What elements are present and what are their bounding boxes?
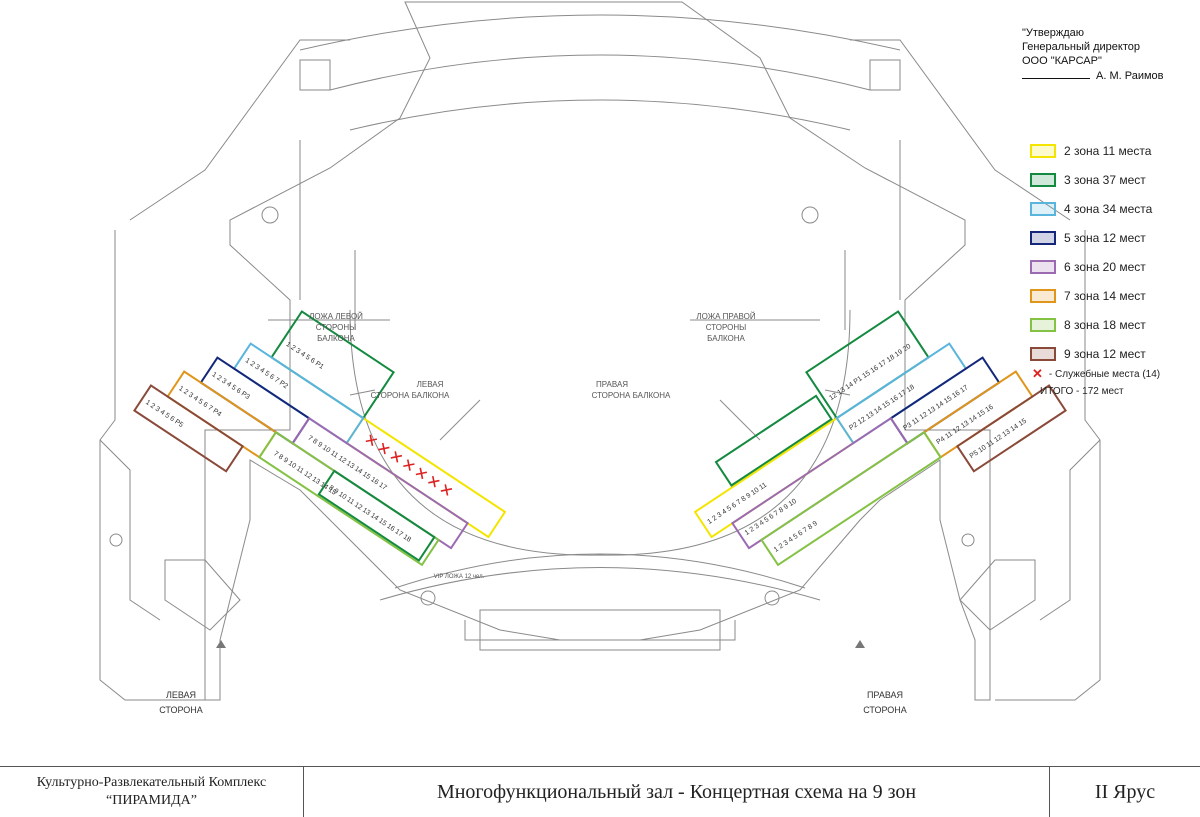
legend-swatch [1030,288,1056,303]
box-left-label: ЛОЖА ЛЕВОЙ СТОРОНЫ БАЛКОНА [296,311,376,344]
svg-text:1 2 3 4 5 6 7 8 9: 1 2 3 4 5 6 7 8 9 [773,520,819,554]
approval-line2: Генеральный директор [1022,41,1140,53]
approval-line1: "Утверждаю [1022,27,1085,39]
side-right-label-line2: СТОРОНА [863,705,907,715]
service-seats-left [365,434,453,496]
footer-org: Культурно-Развлекательный Комплекс “ПИРА… [0,767,304,817]
box-right-label: ЛОЖА ПРАВОЙ СТОРОНЫ БАЛКОНА [686,311,766,344]
legend-swatch [1030,230,1056,245]
legend-item: 7 зона 14 мест [1030,281,1200,310]
approval-signer: А. М. Раимов [1096,70,1164,82]
seat-numbers-right: 12 13 14 Р1 15 16 17 18 19 20 Р2 12 13 1… [706,343,1028,554]
legend-item: 4 зона 34 места [1030,194,1200,223]
side-left-label-line1: ЛЕВАЯ [165,690,197,700]
legend-swatch [1030,201,1056,216]
side-right-label: ПРАВАЯ СТОРОНА [850,688,920,718]
zone-3-left-lower [317,469,436,562]
building-outline [99,1,1101,701]
legend-label: 4 зона 34 места [1064,201,1153,216]
svg-text:Р4 11 12 13 14 15 16: Р4 11 12 13 14 15 16 [935,404,994,447]
legend-item: 9 зона 12 мест [1030,339,1200,368]
zone-3-right-lower [714,394,833,487]
service-seat-cross-icon: ✕ [1032,366,1043,381]
stair-arrow-left [216,640,226,648]
svg-text:1 2 3 4 5 6 7 8 9 10: 1 2 3 4 5 6 7 8 9 10 [744,498,798,537]
legend-label: 9 зона 12 мест [1064,346,1146,361]
legend-label: 2 зона 11 места [1064,143,1152,158]
legend-item: 6 зона 20 мест [1030,252,1200,281]
balcony-left-label: ЛЕВАЯ СТОРОНА БАЛКОНА [365,379,455,401]
legend-item: 3 зона 37 мест [1030,165,1200,194]
svg-text:1 2 3 4 5 6 7 Р4: 1 2 3 4 5 6 7 Р4 [177,385,222,418]
legend-swatch [1030,317,1056,332]
approval-signature-row: А. М. Раимов [1022,68,1163,83]
side-left-label: ЛЕВАЯ СТОРОНА [146,688,216,718]
legend-label: 3 зона 37 мест [1064,172,1146,187]
approval-line3: ООО "КАРСАР" [1022,55,1102,67]
box-right-label-line2: СТОРОНЫ БАЛКОНА [705,323,747,343]
legend-label: 5 зона 12 мест [1064,230,1146,245]
svg-text:7 8 9 10 11 12 13 14 15: 7 8 9 10 11 12 13 14 15 [272,450,337,496]
balcony-left-label-line1: ЛЕВАЯ [416,380,444,389]
footer-title-block: Культурно-Развлекательный Комплекс “ПИРА… [0,766,1200,817]
zone-9-right [955,384,1067,473]
legend-label: 6 зона 20 мест [1064,259,1146,274]
box-left-label-line2: СТОРОНЫ БАЛКОНА [315,323,357,343]
footer-org-line1: Культурно-Развлекательный Комплекс [36,775,267,790]
zone-8-right [760,430,943,567]
approval-block: "Утверждаю Генеральный директор ООО "КАР… [1022,26,1163,83]
legend-label: 8 зона 18 мест [1064,317,1146,332]
legend-item: 8 зона 18 мест [1030,310,1200,339]
balcony-left-label-line2: СТОРОНА БАЛКОНА [370,391,450,400]
svg-text:1 2 3 4 5 6 Р1: 1 2 3 4 5 6 Р1 [285,341,325,371]
box-left-label-line1: ЛОЖА ЛЕВОЙ [309,312,363,321]
legend-swatch [1030,143,1056,158]
floor-plan: 1 2 3 4 5 6 Р1 1 2 3 4 5 6 7 Р2 1 2 3 4 … [99,1,1101,701]
side-left-label-line2: СТОРОНА [159,705,203,715]
vip-box-label: VIP ЛОЖА 12 чел. [433,574,485,580]
zone-legend: 2 зона 11 места 3 зона 37 мест 4 зона 34 м… [1030,136,1200,397]
balcony-right-label-line2: СТОРОНА БАЛКОНА [591,391,671,400]
footer-tier: II Ярус [1094,780,1156,803]
footer-title: Многофункциональный зал - Концертная схе… [304,767,1050,817]
legend-swatch [1030,346,1056,361]
legend-item: 2 зона 11 места [1030,136,1200,165]
side-right-label-line1: ПРАВАЯ [866,690,904,700]
footer-org-line2: “ПИРАМИДА” [106,793,197,808]
legend-item: 5 зона 12 мест [1030,223,1200,252]
legend-service-text: - Служебные места (14) [1048,368,1161,380]
svg-text:1 2 3 4 5 6 7 Р2: 1 2 3 4 5 6 7 Р2 [244,357,289,390]
zone-3-right-upper [805,310,930,420]
legend-label: 7 зона 14 мест [1064,288,1146,303]
signature-line [1022,68,1090,79]
balcony-right-label-line1: ПРАВАЯ [596,380,629,389]
legend-items: 2 зона 11 места 3 зона 37 мест 4 зона 34 м… [1030,136,1200,368]
legend-total: ИТОГО - 172 мест [1040,386,1124,397]
stair-arrow-right [855,640,865,648]
svg-text:Р5 10 11 12 13 14 15: Р5 10 11 12 13 14 15 [969,418,1028,461]
legend-swatch [1030,259,1056,274]
box-right-label-line1: ЛОЖА ПРАВОЙ [696,312,756,321]
zone-4-left [232,342,365,445]
balcony-right-label: ПРАВАЯ СТОРОНА БАЛКОНА [586,379,676,401]
zone-9-left [133,384,245,473]
legend-swatch [1030,172,1056,187]
legend-service-note: ✕ - Служебные места (14) [1030,366,1200,382]
